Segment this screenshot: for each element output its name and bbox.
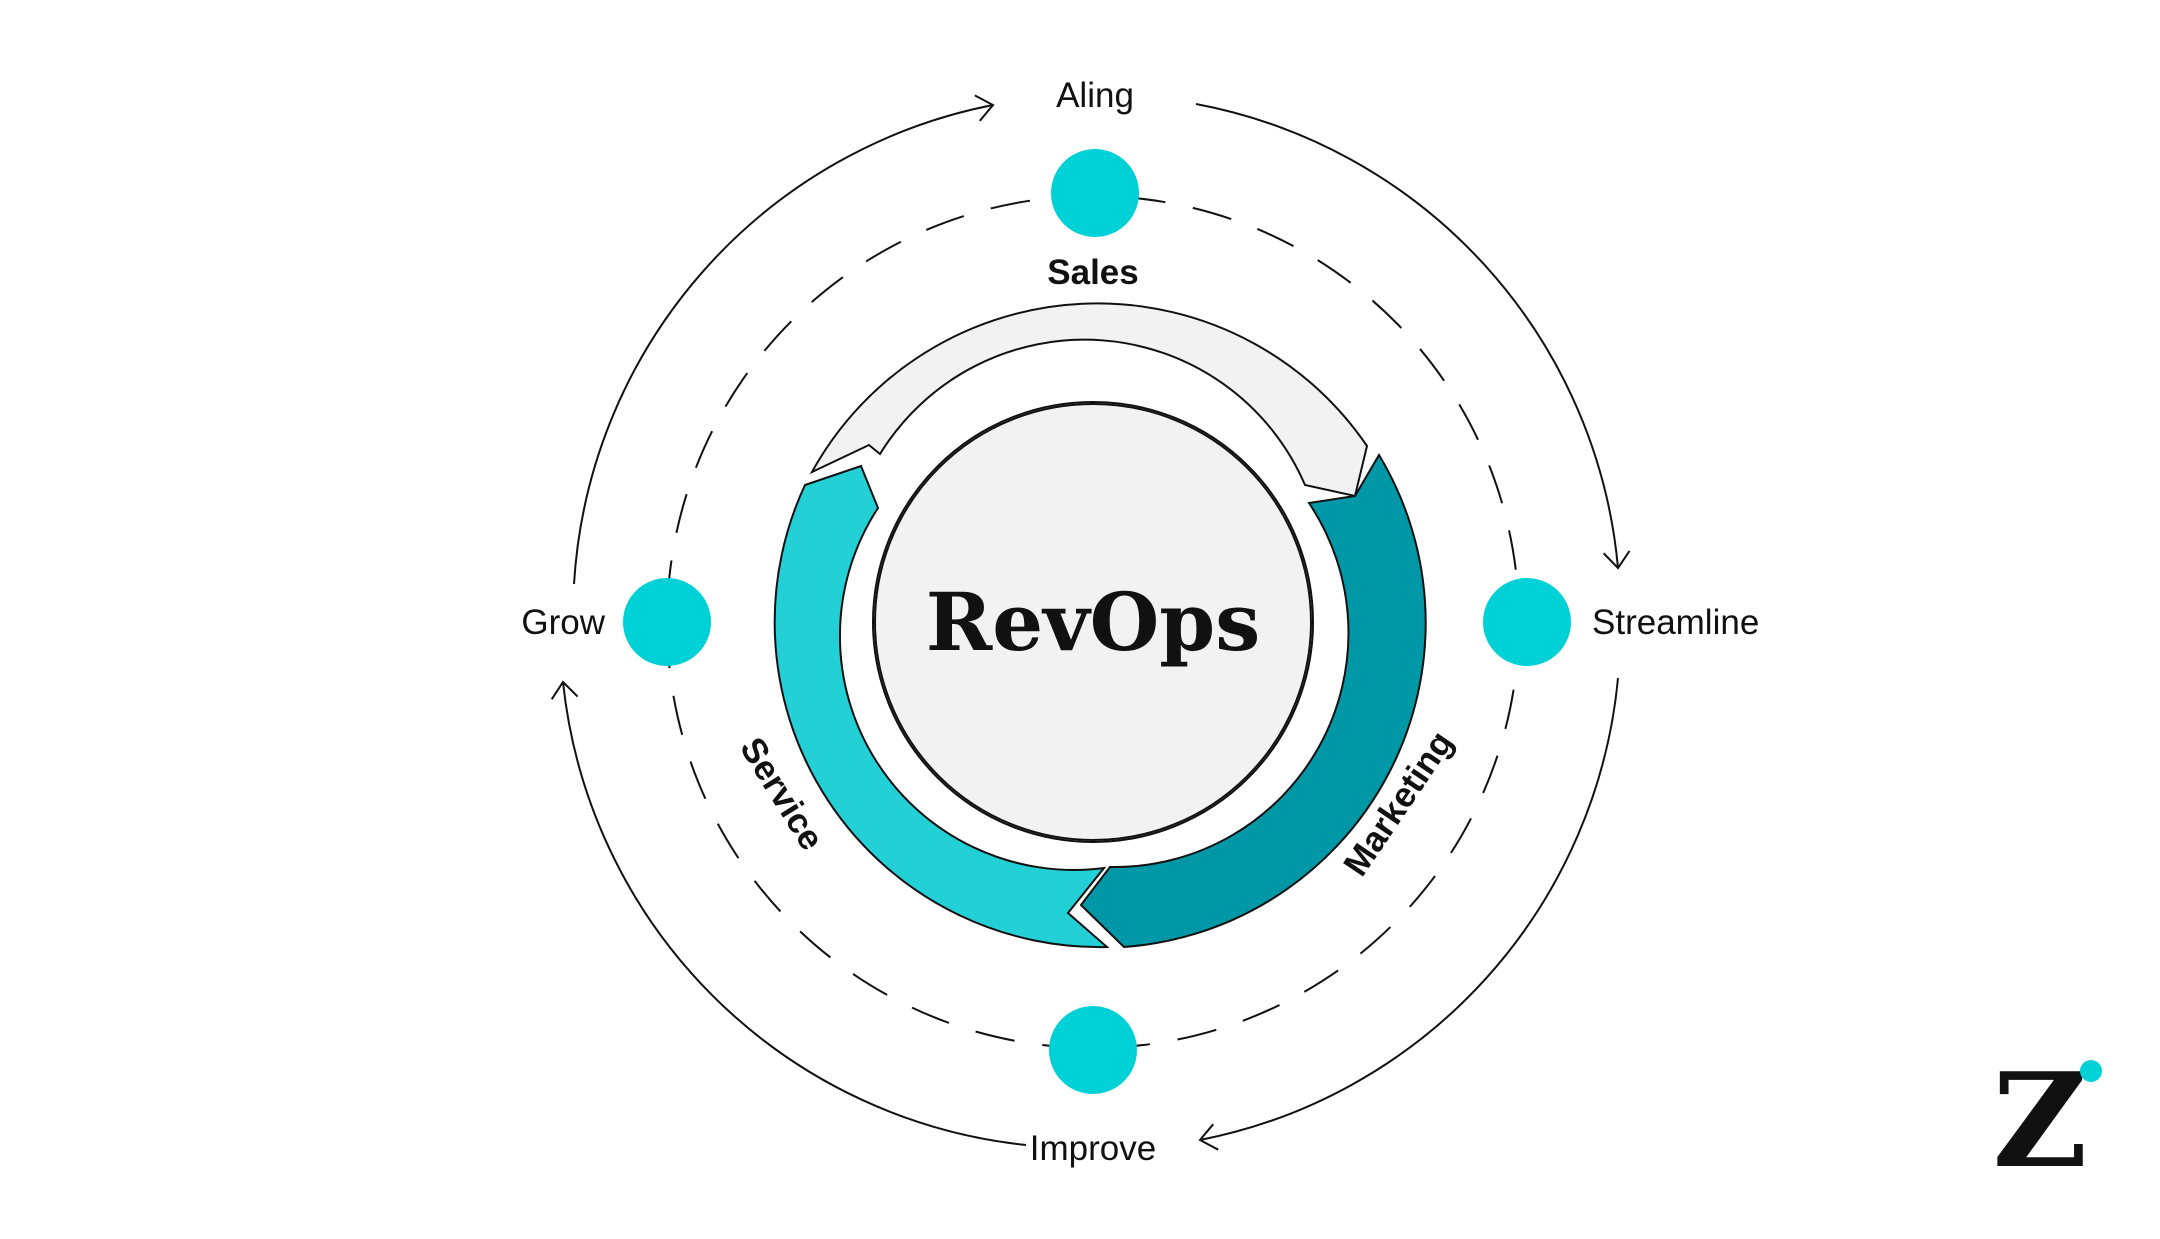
logo-dot [2080,1060,2102,1082]
stage-node-improve [1049,1006,1137,1094]
segment-sales [809,302,1369,498]
stage-node-streamline [1483,578,1571,666]
segment-label-sales: Sales [1047,253,1138,292]
cycle-arrow-aling-to-streamline [1195,103,1631,570]
logo-letter: Z [1993,1044,2088,1197]
stage-label-streamline: Streamline [1592,603,1759,642]
center-title: RevOps [926,575,1261,669]
stage-node-grow [623,578,711,666]
stage-node-aling [1051,149,1139,237]
brand-logo: Z [1993,1044,2102,1197]
stage-label-improve: Improve [1030,1129,1156,1168]
stage-label-aling: Aling [1056,76,1134,115]
center-circle [874,403,1312,841]
segment-marketing [1079,453,1427,949]
cycle-arrow-grow-to-aling [573,94,995,585]
stage-label-grow: Grow [521,603,605,642]
cycle-arrow-improve-to-grow [550,680,1027,1146]
cycle-arrow-streamline-to-improve [1198,677,1619,1151]
segment-service [773,464,1110,949]
